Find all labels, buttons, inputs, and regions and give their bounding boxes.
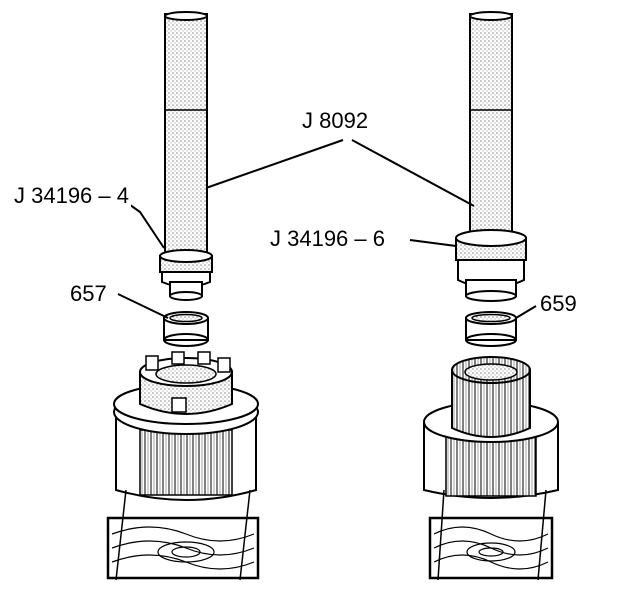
right-driver-handle [469, 11, 513, 247]
label-bearing-left: 657 [68, 281, 109, 306]
left-installer [159, 249, 213, 301]
label-driver-handle: J 8092 [300, 108, 371, 133]
leader-657 [117, 293, 169, 319]
right-wood-block [428, 489, 554, 581]
label-installer-left: J 34196 – 4 [12, 183, 131, 208]
leader-j8092-left [205, 139, 344, 189]
leader-j8092-right [351, 139, 475, 207]
leader-lines [117, 139, 537, 319]
left-wood-block [106, 489, 260, 581]
right-bearing [465, 311, 517, 347]
right-installer [455, 229, 527, 302]
right-gear [423, 356, 559, 499]
left-bearing [163, 311, 209, 347]
leader-j6 [409, 239, 457, 247]
label-bearing-right: 659 [538, 291, 579, 316]
leader-659 [515, 305, 537, 319]
left-driver-handle [164, 11, 208, 255]
label-installer-right: J 34196 – 6 [268, 226, 387, 251]
left-gear [113, 351, 259, 501]
leader-j4 [125, 201, 165, 249]
